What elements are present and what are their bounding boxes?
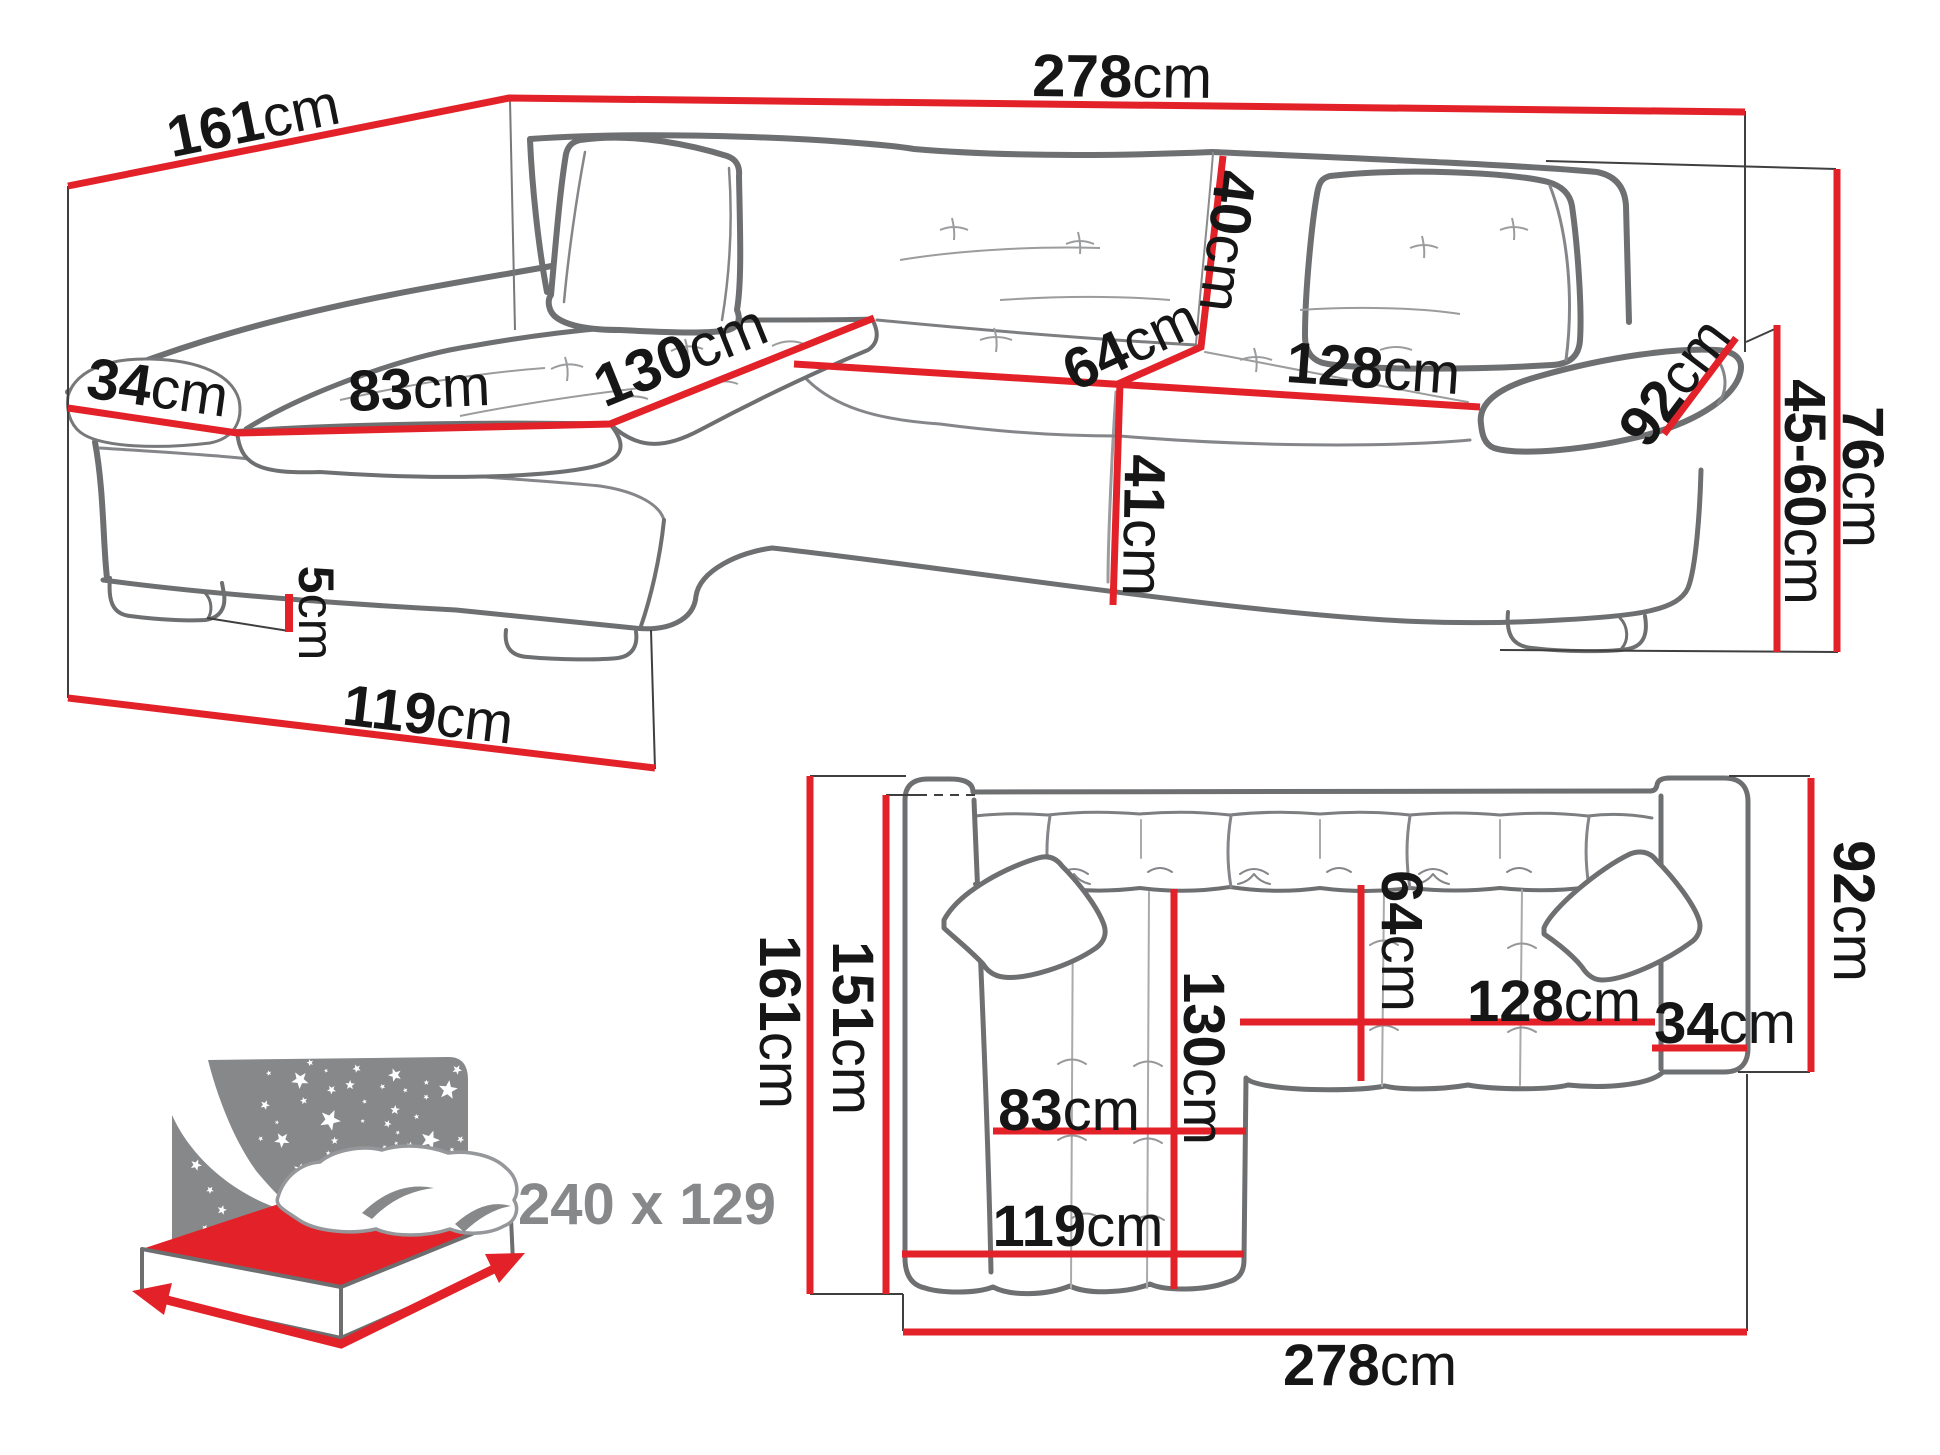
svg-text:278cm: 278cm <box>1032 42 1213 111</box>
svg-text:45-60cm: 45-60cm <box>1772 379 1837 605</box>
svg-text:83cm: 83cm <box>347 353 492 424</box>
svg-text:161cm: 161cm <box>747 935 812 1109</box>
svg-text:130cm: 130cm <box>1171 971 1236 1145</box>
svg-text:40cm: 40cm <box>1186 167 1268 316</box>
svg-text:151cm: 151cm <box>820 941 885 1115</box>
svg-text:119cm: 119cm <box>993 1194 1164 1259</box>
svg-text:278cm: 278cm <box>1283 1333 1457 1398</box>
svg-text:240 x 129: 240 x 129 <box>518 1172 776 1237</box>
svg-text:92cm: 92cm <box>1821 840 1886 982</box>
svg-text:76cm: 76cm <box>1830 406 1895 548</box>
svg-text:34cm: 34cm <box>1654 991 1796 1056</box>
svg-text:161cm: 161cm <box>161 72 345 170</box>
svg-text:128cm: 128cm <box>1467 969 1641 1034</box>
svg-text:128cm: 128cm <box>1284 330 1462 407</box>
svg-text:5cm: 5cm <box>288 566 344 660</box>
svg-text:41cm: 41cm <box>1110 454 1177 597</box>
svg-text:64cm: 64cm <box>1369 870 1434 1012</box>
svg-text:83cm: 83cm <box>998 1078 1140 1143</box>
